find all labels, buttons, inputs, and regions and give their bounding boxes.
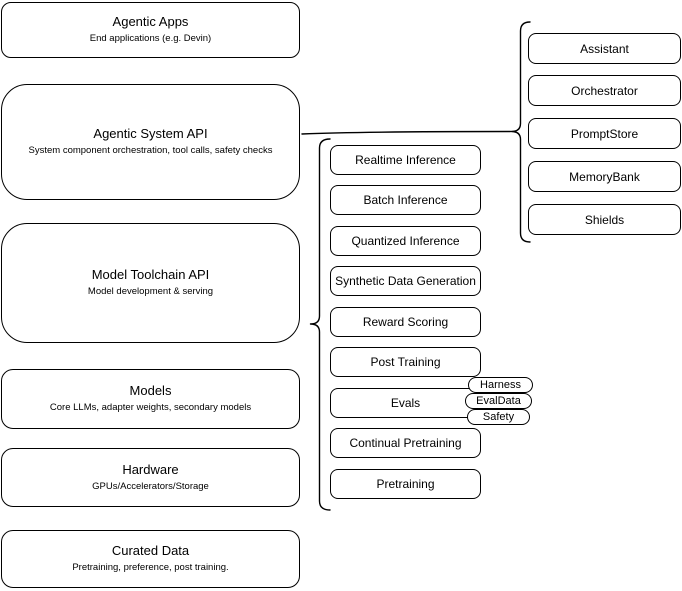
node-post-training: Post Training xyxy=(330,347,481,377)
node-evals: Evals xyxy=(330,388,481,418)
node-curated-data: Curated Data Pretraining, preference, po… xyxy=(1,530,300,588)
node-title: Agentic Apps xyxy=(112,14,189,30)
node-title: Hardware xyxy=(122,461,179,477)
node-label: Synthetic Data Generation xyxy=(335,274,476,288)
node-reward-scoring: Reward Scoring xyxy=(330,307,481,337)
node-label: Batch Inference xyxy=(363,193,448,207)
node-model-toolchain-api: Model Toolchain API Model development & … xyxy=(1,223,300,343)
node-continual-pretraining: Continual Pretraining xyxy=(330,428,481,458)
node-label: MemoryBank xyxy=(569,169,640,184)
node-label: Assistant xyxy=(580,41,629,56)
node-title: Model Toolchain API xyxy=(91,267,210,283)
node-quantized-inference: Quantized Inference xyxy=(330,226,481,256)
node-promptstore: PromptStore xyxy=(528,118,681,149)
node-subtitle: End applications (e.g. Devin) xyxy=(89,33,212,44)
node-label: Reward Scoring xyxy=(362,315,449,329)
node-batch-inference: Batch Inference xyxy=(330,185,481,215)
node-title: Agentic System API xyxy=(93,126,208,142)
brace-toolchain-items xyxy=(309,138,331,511)
node-agentic-apps: Agentic Apps End applications (e.g. Devi… xyxy=(1,2,300,58)
node-label: Quantized Inference xyxy=(351,234,460,248)
node-assistant: Assistant xyxy=(528,33,681,64)
node-synthetic-data-generation: Synthetic Data Generation xyxy=(330,266,481,296)
node-title: Curated Data xyxy=(111,543,190,559)
tag-safety: Safety xyxy=(467,409,530,425)
node-label: Pretraining xyxy=(376,477,435,491)
node-label: Shields xyxy=(584,212,625,227)
node-title: Models xyxy=(129,383,172,399)
node-subtitle: Core LLMs, adapter weights, secondary mo… xyxy=(49,402,252,413)
node-label: Realtime Inference xyxy=(355,153,456,167)
tag-harness: Harness xyxy=(468,377,533,393)
node-agentic-system-api: Agentic System API System component orch… xyxy=(1,84,300,200)
node-pretraining: Pretraining xyxy=(330,469,481,499)
connector-agentic-api-to-components xyxy=(301,130,512,135)
node-realtime-inference: Realtime Inference xyxy=(330,145,481,175)
node-shields: Shields xyxy=(528,204,681,235)
brace-agentic-components xyxy=(510,21,531,243)
node-orchestrator: Orchestrator xyxy=(528,75,681,106)
node-models: Models Core LLMs, adapter weights, secon… xyxy=(1,369,300,429)
node-hardware: Hardware GPUs/Accelerators/Storage xyxy=(1,448,300,507)
tag-label: EvalData xyxy=(476,395,521,407)
tag-label: Harness xyxy=(480,379,521,391)
node-label: Continual Pretraining xyxy=(349,436,462,450)
node-memorybank: MemoryBank xyxy=(528,161,681,192)
node-label: Post Training xyxy=(370,355,441,369)
node-label: PromptStore xyxy=(570,126,639,141)
node-label: Evals xyxy=(390,396,421,410)
node-subtitle: System component orchestration, tool cal… xyxy=(28,145,273,156)
node-label: Orchestrator xyxy=(571,83,638,98)
node-subtitle: GPUs/Accelerators/Storage xyxy=(92,480,209,492)
tag-label: Safety xyxy=(482,411,515,423)
node-subtitle: Model development & serving xyxy=(87,286,214,297)
tag-evaldata: EvalData xyxy=(465,393,532,409)
node-subtitle: Pretraining, preference, post training. xyxy=(72,562,229,573)
